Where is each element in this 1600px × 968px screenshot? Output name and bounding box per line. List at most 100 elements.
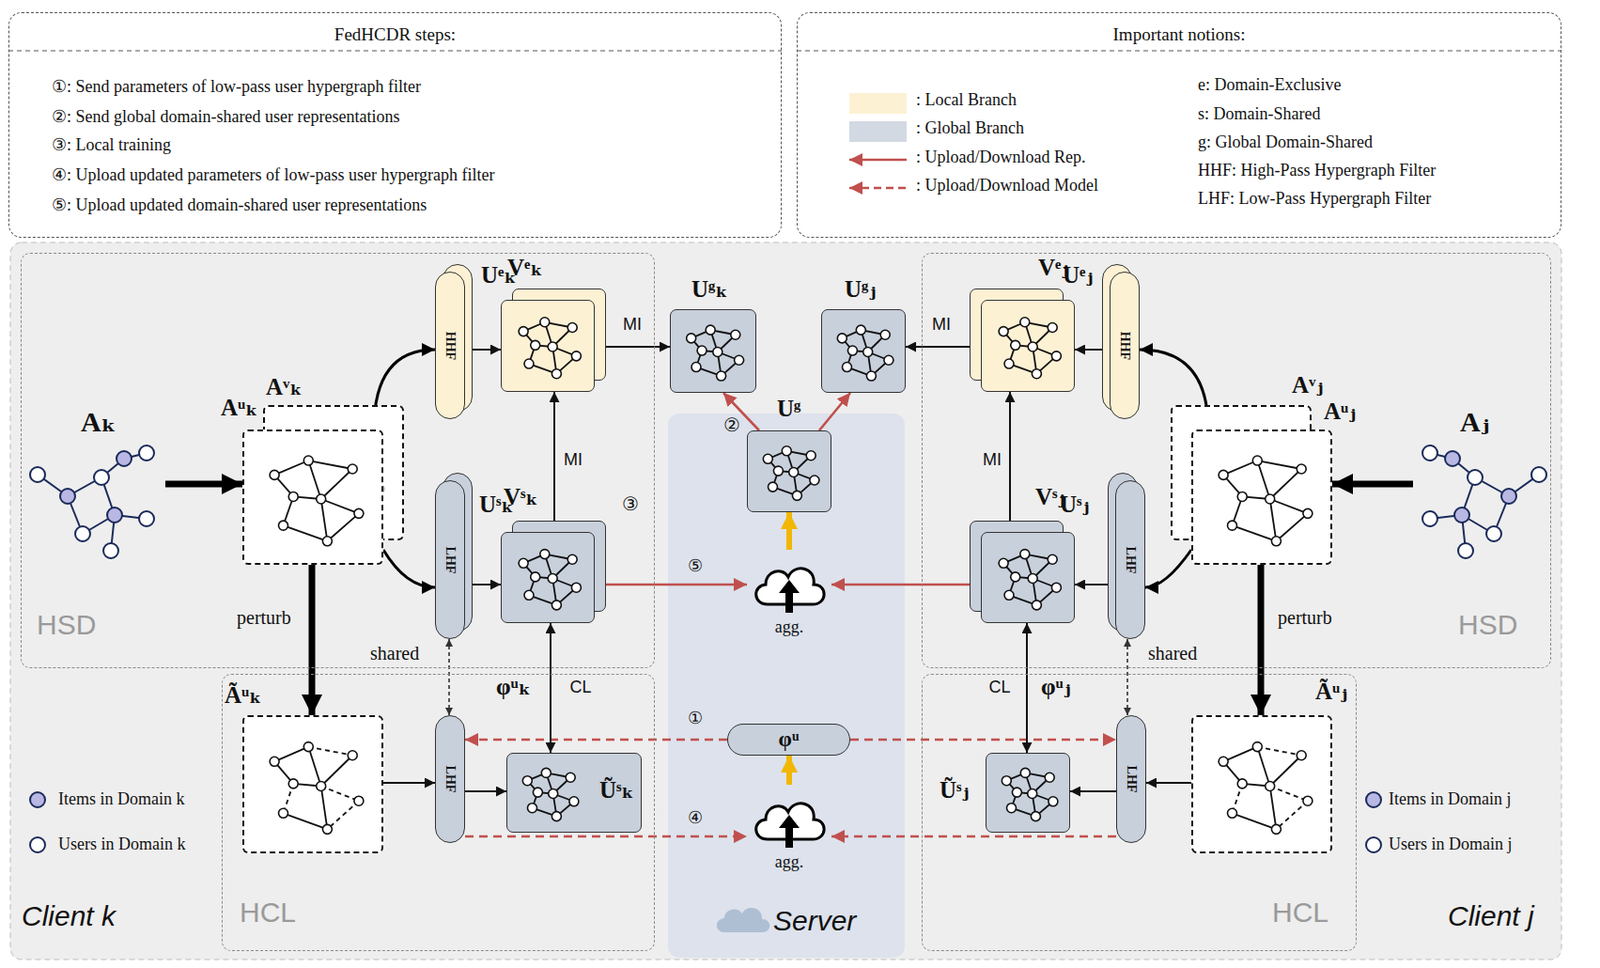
graph-vertex: [551, 600, 561, 610]
diagram-box: Important notions:e: Domain-Exclusives: …: [796, 12, 1562, 238]
node-text: agg.: [746, 617, 832, 637]
node-text: ③: Local training: [51, 134, 171, 156]
graph-vertex: [773, 466, 783, 476]
upload-arrow: [785, 826, 793, 848]
graph-vertex: [551, 369, 561, 379]
node-text: HCL: [239, 896, 296, 929]
annotation: ③: [621, 492, 639, 515]
diagram-box: LHF: [1115, 480, 1146, 639]
graph-edge: [1257, 460, 1302, 469]
connector: [594, 583, 747, 587]
graph-vertex: [1296, 750, 1306, 761]
graph-vertex: [1048, 796, 1058, 807]
connector: [1070, 790, 1117, 793]
annotation: φᵘₖ: [496, 672, 531, 700]
graph-vertex: [809, 475, 820, 485]
graph-vertex: [532, 787, 543, 797]
node-text: ④: Upload updated parameters of low-pass…: [51, 164, 496, 186]
mini-graph: [747, 431, 833, 513]
connector: [448, 638, 451, 715]
annotation: Users in Domain k: [58, 834, 186, 855]
node-text: HSD: [36, 608, 96, 641]
connector: [1332, 481, 1414, 488]
graph-vertex: [565, 772, 575, 782]
graph-vertex: [269, 469, 280, 480]
graph-vertex: [1051, 582, 1061, 592]
graph-edge: [1232, 812, 1277, 829]
graph-vertex: [567, 554, 577, 564]
legend-text: : Global Branch: [916, 118, 1025, 139]
legend-line: [849, 158, 907, 162]
graph-vertex: [547, 574, 558, 584]
graph-vertex: [880, 329, 890, 340]
graph-vertex: [1027, 789, 1038, 799]
connector: [831, 583, 981, 587]
graph-vertex: [716, 371, 727, 381]
region: agg.: [746, 549, 832, 649]
upload-arrow: [785, 591, 793, 613]
graph-vertex: [524, 358, 534, 369]
connector: [465, 738, 728, 742]
divider: [796, 50, 1562, 52]
region: ServerUᵍagg.φᵘagg.: [667, 413, 905, 958]
graph-edge: [308, 460, 321, 499]
connector: [786, 755, 793, 785]
item-dot: [30, 792, 46, 808]
connector: [1145, 549, 1192, 588]
connector: [831, 835, 1117, 839]
graph-vertex: [1047, 323, 1057, 333]
graph-vertex: [288, 491, 298, 501]
cloud-icon: [746, 549, 832, 616]
graph-vertex: [269, 756, 280, 766]
node-text: Server: [773, 904, 856, 937]
node-text: Uᵍ: [776, 395, 801, 422]
graph-vertex: [1218, 756, 1228, 766]
graph-vertex: [540, 549, 550, 560]
diagram-box: Ũˢₖ: [506, 752, 642, 833]
diagram-box: Uᵍ: [746, 430, 832, 513]
legend-text: : Upload/Download Rep.: [916, 147, 1086, 168]
connector: [549, 622, 552, 753]
graph-vertex: [884, 355, 894, 365]
annotation: shared: [1148, 642, 1197, 665]
graph-vertex: [1218, 469, 1228, 480]
main-ground: [10, 242, 1562, 960]
graph-vertex: [551, 811, 561, 822]
node-text: Ũˢⱼ: [939, 776, 969, 804]
connector: [786, 512, 793, 550]
graph-vertex: [1004, 590, 1014, 600]
node-text: ②: Send global domain-shared user repres…: [51, 106, 400, 127]
graph-vertex: [354, 795, 364, 806]
connector: [465, 835, 747, 839]
graph-vertex: [1252, 742, 1262, 752]
graph-vertex: [1027, 341, 1038, 352]
node-text: Important notions:: [797, 24, 1561, 46]
graph-vertex: [322, 823, 332, 834]
connector: [165, 481, 243, 488]
mini-graph: [981, 532, 1076, 624]
graph-edge: [1270, 498, 1277, 542]
graph-vertex: [354, 508, 364, 518]
graph-vertex: [524, 590, 534, 600]
graph-vertex: [1227, 520, 1238, 530]
graph-vertex: [571, 582, 581, 592]
diagram-box: Uᵍₖ: [669, 309, 757, 393]
graph-vertex: [1011, 787, 1022, 797]
node-text: agg.: [746, 852, 832, 872]
server-ground: [667, 413, 905, 958]
graph-vertex: [837, 333, 847, 343]
node-text: s: Domain-Shared: [1197, 104, 1321, 125]
graph-edge: [1223, 746, 1258, 762]
upload-arrow: [778, 814, 800, 828]
mini-graph: [1193, 431, 1335, 567]
graph-vertex: [1265, 781, 1275, 792]
graph-vertex: [806, 450, 816, 461]
graph-vertex: [847, 345, 857, 356]
graph-vertex: [316, 781, 327, 792]
graph-edge: [1270, 468, 1303, 499]
graph-vertex: [530, 340, 541, 350]
node-text: Ũˢₖ: [599, 776, 635, 804]
mini-graph: [501, 532, 596, 624]
diagram-box: UᵉₖVᵉₖ: [500, 299, 595, 392]
